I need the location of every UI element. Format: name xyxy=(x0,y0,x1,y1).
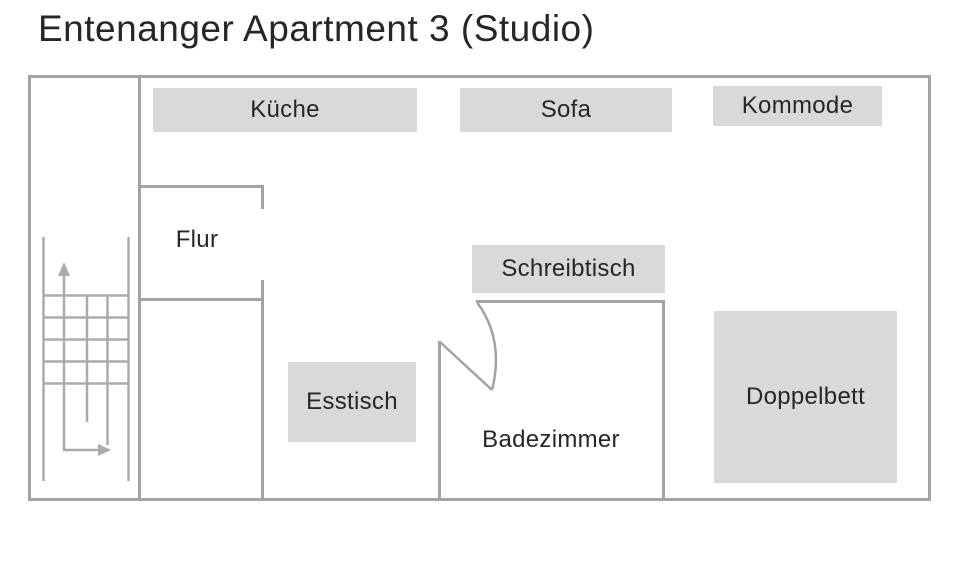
stairs-up-arrow-icon xyxy=(58,262,70,276)
stair-walk-line xyxy=(62,271,103,452)
furniture-schreibtisch: Schreibtisch xyxy=(472,245,665,293)
page-title: Entenanger Apartment 3 (Studio) xyxy=(38,8,595,49)
furniture-kueche: Küche xyxy=(153,88,417,132)
room-label-flur: Flur xyxy=(175,226,219,253)
kommode-label: Kommode xyxy=(741,92,854,119)
door-swing-arc xyxy=(476,302,498,391)
badezimmer-walls xyxy=(438,300,665,500)
badezimmer-door xyxy=(439,302,498,391)
flur-walls xyxy=(139,185,264,500)
sofa-label: Sofa xyxy=(540,96,592,123)
outer-walls xyxy=(28,75,931,501)
kueche-label: Küche xyxy=(250,96,320,123)
apartment-outline xyxy=(28,75,931,501)
esstisch-label: Esstisch xyxy=(306,388,398,415)
flur-top-wall xyxy=(139,185,264,209)
furniture-esstisch: Esstisch xyxy=(288,362,416,442)
door-leaf xyxy=(439,341,493,391)
stairs-down-arrow-icon xyxy=(98,444,111,456)
furniture-doppelbett: Doppelbett xyxy=(714,311,897,483)
schreibtisch-label: Schreibtisch xyxy=(501,255,636,282)
furniture-kommode: Kommode xyxy=(713,86,882,126)
room-label-badezimmer: Badezimmer xyxy=(482,426,620,453)
staircase xyxy=(42,237,130,481)
furniture-sofa: Sofa xyxy=(460,88,672,132)
doppelbett-label: Doppelbett xyxy=(745,383,866,410)
badezimmer-top-right-wall xyxy=(476,300,665,500)
